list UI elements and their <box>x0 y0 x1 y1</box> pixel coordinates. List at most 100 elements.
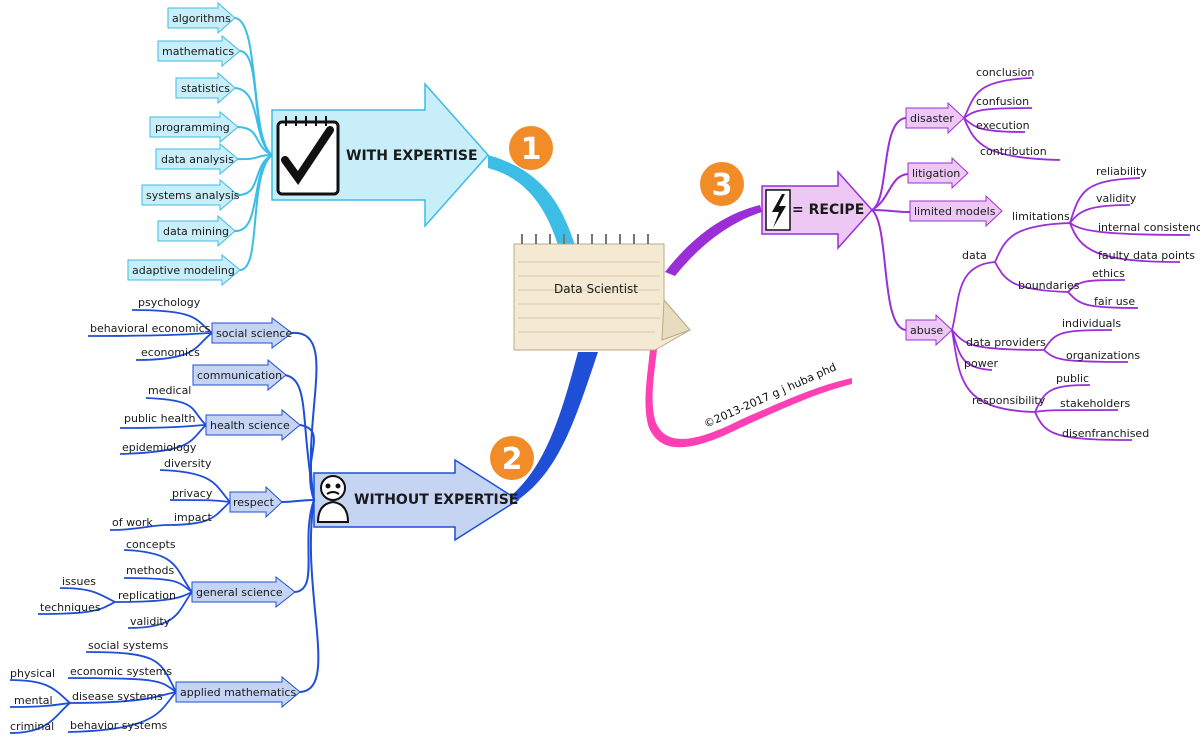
leaf-criminal: criminal <box>10 720 54 733</box>
leaf-statistics[interactable]: statistics <box>175 71 236 105</box>
svg-text:respect: respect <box>233 496 275 509</box>
branch3-arrow[interactable]: = RECIPE <box>761 170 874 250</box>
leaf-disease-systems: disease systems <box>72 690 163 703</box>
leaf-mental: mental <box>14 694 53 707</box>
leaf-adaptive-modeling[interactable]: adaptive modeling <box>127 253 241 287</box>
leaf-responsibility: responsibility <box>972 394 1046 407</box>
svg-text:3: 3 <box>712 168 733 203</box>
leaf-power: power <box>964 357 998 370</box>
leaf-limitations: limitations <box>1012 210 1070 223</box>
checklist-icon <box>276 116 340 196</box>
svg-text:statistics: statistics <box>181 82 230 95</box>
leaf-algorithms[interactable]: algorithms <box>167 1 236 35</box>
leaf-public-health: public health <box>124 412 195 425</box>
badge-2: 2 <box>490 436 534 480</box>
branch2-label: WITHOUT EXPERTISE <box>354 492 518 508</box>
node-disaster[interactable]: disaster <box>905 101 965 135</box>
leaf-economic-systems: economic systems <box>70 665 172 678</box>
leaf-execution: execution <box>976 119 1030 132</box>
node-limited-models[interactable]: limited models <box>909 194 1003 228</box>
svg-text:applied mathematics: applied mathematics <box>180 686 296 699</box>
leaf-public: public <box>1056 372 1089 385</box>
leaf-data-providers: data providers <box>966 336 1046 349</box>
svg-text:limited models: limited models <box>914 205 996 218</box>
leaf-methods: methods <box>126 564 174 577</box>
center-title: Data Scientist <box>554 282 638 296</box>
leaf-issues: issues <box>62 575 96 588</box>
leaf-confusion: confusion <box>976 95 1029 108</box>
node-litigation[interactable]: litigation <box>907 156 969 190</box>
svg-text:social science: social science <box>216 327 292 340</box>
leaf-faulty-data-points: faulty data points <box>1098 249 1195 262</box>
svg-text:adaptive modeling: adaptive modeling <box>132 264 235 277</box>
center-notepad[interactable]: Data Scientist <box>513 234 691 351</box>
node-abuse[interactable]: abuse <box>905 313 953 347</box>
leaf-concepts: concepts <box>126 538 176 551</box>
leaf-organizations: organizations <box>1066 349 1140 362</box>
leaf-of-work: of work <box>112 516 153 529</box>
node-applied-mathematics[interactable]: applied mathematics <box>175 675 301 709</box>
leaf-techniques: techniques <box>40 601 101 614</box>
svg-text:2: 2 <box>502 442 523 477</box>
leaf-psychology: psychology <box>138 296 201 309</box>
leaf-impact: impact <box>174 511 213 524</box>
svg-text:data mining: data mining <box>163 225 229 238</box>
leaf-validity-2: validity <box>130 615 171 628</box>
leaf-contribution: contribution <box>980 145 1047 158</box>
svg-text:mathematics: mathematics <box>162 45 234 58</box>
leaf-data-mining[interactable]: data mining <box>157 214 236 248</box>
lightning-icon <box>765 189 791 231</box>
worried-person-icon <box>316 475 350 523</box>
svg-text:communication: communication <box>197 369 282 382</box>
node-general-science[interactable]: general science <box>191 575 296 609</box>
node-respect[interactable]: respect <box>229 485 283 519</box>
leaf-social-systems: social systems <box>88 639 169 652</box>
leaf-disenfranchised: disenfranchised <box>1062 427 1149 440</box>
leaf-data-analysis[interactable]: data analysis <box>155 142 239 176</box>
leaf-ethics: ethics <box>1092 267 1125 280</box>
node-health-science[interactable]: health science <box>205 408 301 442</box>
ribbon-branch1 <box>488 155 575 245</box>
svg-text:abuse: abuse <box>910 324 943 337</box>
ribbon-branch2 <box>512 352 598 500</box>
leaf-behavior-systems: behavior systems <box>70 719 168 732</box>
notepad-rings-icon <box>521 234 649 244</box>
leaf-behavioral-economics: behavioral economics <box>90 322 211 335</box>
svg-text:health science: health science <box>210 419 290 432</box>
branch2-arrow[interactable]: WITHOUT EXPERTISE <box>313 458 520 542</box>
branch3-label: = RECIPE <box>792 202 864 218</box>
svg-text:1: 1 <box>521 132 542 167</box>
branch1-arrow[interactable]: WITH EXPERTISE <box>271 82 490 228</box>
svg-text:litigation: litigation <box>912 167 960 180</box>
svg-text:data analysis: data analysis <box>161 153 234 166</box>
leaf-internal-consistency: internal consistency <box>1098 221 1200 234</box>
badge-3: 3 <box>700 162 744 206</box>
leaf-physical: physical <box>10 667 55 680</box>
leaf-boundaries: boundaries <box>1018 279 1080 292</box>
svg-text:algorithms: algorithms <box>172 12 231 25</box>
leaf-epidemiology: epidemiology <box>122 441 197 454</box>
ribbon-branch3 <box>665 205 762 276</box>
leaf-systems-analysis[interactable]: systems analysis <box>141 178 240 212</box>
svg-text:disaster: disaster <box>910 112 954 125</box>
ribbon-copyright <box>644 300 852 448</box>
leaf-validity: validity <box>1096 192 1137 205</box>
node-social-science[interactable]: social science <box>211 317 293 349</box>
leaf-fair-use: fair use <box>1094 295 1135 308</box>
node-communication[interactable]: communication <box>192 358 287 392</box>
leaf-replication: replication <box>118 589 176 602</box>
leaf-mathematics[interactable]: mathematics <box>157 34 241 68</box>
leaf-conclusion: conclusion <box>976 66 1034 79</box>
leaf-stakeholders: stakeholders <box>1060 397 1131 410</box>
branch1-items: algorithms mathematics statistics progra… <box>127 1 241 287</box>
svg-text:general science: general science <box>196 586 283 599</box>
svg-text:programming: programming <box>155 121 230 134</box>
leaf-reliability: reliability <box>1096 165 1147 178</box>
leaf-programming[interactable]: programming <box>149 110 239 144</box>
leaf-individuals: individuals <box>1062 317 1121 330</box>
leaf-privacy: privacy <box>172 487 213 500</box>
leaf-economics: economics <box>141 346 200 359</box>
leaf-data: data <box>962 249 987 262</box>
